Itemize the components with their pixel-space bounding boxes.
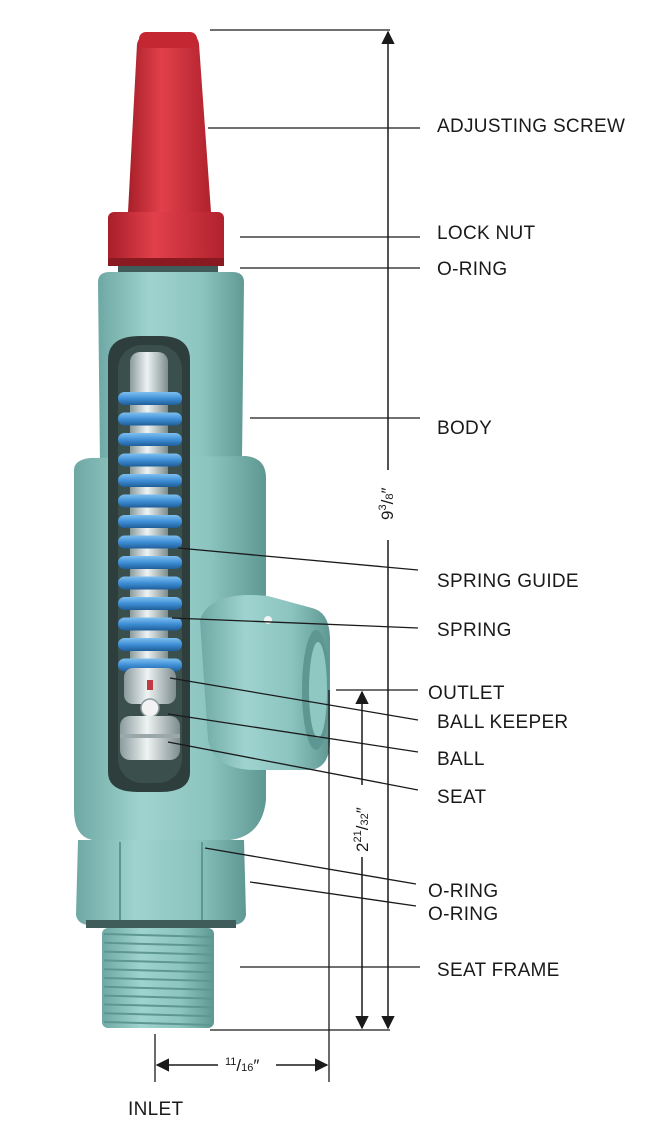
spring-guide-shape <box>130 352 168 672</box>
lock-nut-shape <box>108 212 224 266</box>
thread-line <box>103 977 213 982</box>
inlet-offset-dimension: 11/16″ <box>225 1056 259 1075</box>
label-body: BODY <box>437 418 492 439</box>
thread-line <box>103 1003 213 1009</box>
valve-illustration <box>74 32 330 1028</box>
label-ball: BALL <box>437 749 485 770</box>
label-o-ring-2: O-RING <box>428 904 498 925</box>
spring-coil <box>118 535 182 549</box>
inlet-threads <box>103 933 213 1026</box>
spring-coil <box>118 597 182 610</box>
thread-line <box>103 1021 213 1026</box>
thread-line <box>103 959 213 965</box>
label-outlet: OUTLET <box>428 683 505 704</box>
spring-coil <box>118 638 182 651</box>
spring-coil <box>118 494 182 508</box>
spring-coil <box>118 617 182 631</box>
ball-shape <box>140 698 160 718</box>
outlet-height-dimension: 221/32″ <box>352 807 372 852</box>
seat-frame-hex <box>76 840 246 925</box>
adjusting-screw-shape <box>128 33 211 212</box>
label-spring: SPRING <box>437 620 512 641</box>
label-ball-keeper: BALL KEEPER <box>437 712 568 733</box>
overall-height-dimension: 93/8″ <box>377 488 397 520</box>
thread-line <box>103 968 213 974</box>
thread-line <box>103 941 213 947</box>
label-inlet: INLET <box>128 1099 183 1120</box>
spring-coil <box>118 474 182 487</box>
spring-coil <box>118 576 182 590</box>
label-seat-frame: SEAT FRAME <box>437 960 560 981</box>
thread-line <box>103 994 213 1000</box>
label-o-ring-top: O-RING <box>437 259 507 280</box>
spring-coil <box>118 392 182 405</box>
thread-line <box>103 950 213 956</box>
label-spring-guide: SPRING GUIDE <box>437 571 579 592</box>
spring-coil <box>118 433 182 446</box>
spring-coil <box>118 412 182 426</box>
thread-line <box>103 985 213 991</box>
label-lock-nut: LOCK NUT <box>437 223 536 244</box>
spring-coils <box>118 392 182 672</box>
label-adjusting-screw: ADJUSTING SCREW <box>437 116 625 137</box>
outlet-boss-shape <box>200 595 330 770</box>
top-o-ring-shape <box>118 266 218 272</box>
label-seat: SEAT <box>437 787 487 808</box>
spring-coil <box>118 453 182 467</box>
thread-line <box>103 1012 213 1018</box>
thread-line <box>103 933 213 938</box>
spring-coil <box>118 515 182 528</box>
callout-labels: ADJUSTING SCREW LOCK NUT O-RING BODY SPR… <box>128 116 625 1120</box>
label-o-ring-1: O-RING <box>428 881 498 902</box>
spring-coil <box>118 556 182 569</box>
adjusting-screw-cap <box>139 32 197 48</box>
